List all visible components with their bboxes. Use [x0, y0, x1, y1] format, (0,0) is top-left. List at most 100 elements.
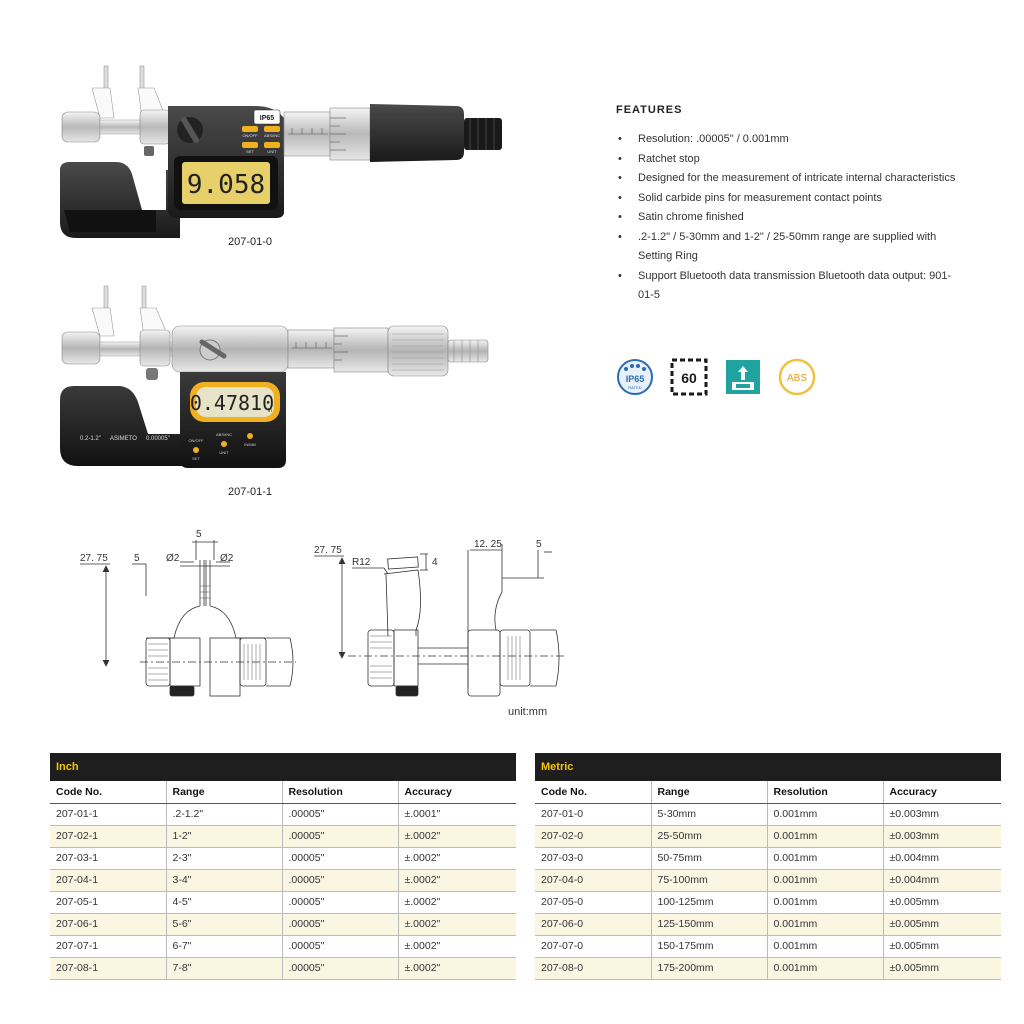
feature-badges: IP65 RATED 60 ABS — [616, 358, 816, 396]
feature-item: Designed for the measurement of intricat… — [616, 169, 956, 189]
table-cell: 207-07-0 — [535, 935, 652, 958]
sixty-badge-text: 60 — [681, 370, 697, 386]
table-cell: .00005" — [282, 891, 399, 914]
table-cell: .00005" — [282, 803, 399, 826]
ip-badge-text: IP65 — [626, 374, 645, 384]
table-cell: 207-04-1 — [50, 869, 167, 892]
table-cell: 100-125mm — [651, 891, 768, 914]
features-heading: FEATURES — [616, 104, 683, 116]
table-cell: 207-05-1 — [50, 891, 167, 914]
features-list: Resolution: .00005" / 0.001mm Ratchet st… — [616, 130, 956, 306]
column-header: Code No. — [535, 781, 652, 804]
table-cell: 0.001mm — [767, 957, 884, 980]
table-cell: 207-03-0 — [535, 847, 652, 870]
table-cell: ±.0002" — [398, 869, 516, 892]
table-cell: 207-01-1 — [50, 803, 167, 826]
micrometer-image-207-01-0: IP65 ON/OFF ABS/INC SET UNIT 9.058 — [60, 65, 502, 238]
feature-item: Resolution: .00005" / 0.001mm — [616, 130, 956, 150]
lcd-reading: 0.47810 — [190, 391, 274, 415]
column-header: Range — [166, 781, 283, 804]
table-cell: .00005" — [282, 825, 399, 848]
btn-label: ON/OFF — [242, 133, 258, 138]
table-cell: 207-08-0 — [535, 957, 652, 980]
table-cell: 0.001mm — [767, 803, 884, 826]
table-cell: 0.001mm — [767, 847, 884, 870]
table-cell: ±.0002" — [398, 957, 516, 980]
dimension-label: 5 — [536, 539, 542, 550]
table-cell: 150-175mm — [651, 935, 768, 958]
column-header: Accuracy — [398, 781, 516, 804]
table-cell: ±.0002" — [398, 891, 516, 914]
table-cell: 7-8" — [166, 957, 283, 980]
diameter-label: Ø2 — [220, 553, 234, 564]
table-cell: 207-08-1 — [50, 957, 167, 980]
table-cell: .00005" — [282, 935, 399, 958]
micrometer-image-207-01-1: 0.2-1.2" ASIMETO 0.00005" 0.47810 in ON/… — [60, 285, 489, 468]
table-cell: 207-05-0 — [535, 891, 652, 914]
auto-off-60-icon: 60 — [670, 358, 708, 396]
features-section: FEATURES Resolution: .00005" / 0.001mm R… — [616, 104, 956, 306]
table-cell: ±0.003mm — [883, 825, 1001, 848]
column-header: Resolution — [767, 781, 884, 804]
table-cell: 5-30mm — [651, 803, 768, 826]
btn-label: ABS/INC — [264, 133, 280, 138]
dimension-label: 5 — [134, 553, 140, 564]
table-cell: 50-75mm — [651, 847, 768, 870]
table-cell: 2-3" — [166, 847, 283, 870]
radius-label: R12 — [352, 557, 371, 568]
feature-item: Support Bluetooth data transmission Blue… — [616, 267, 956, 306]
table-cell: .00005" — [282, 847, 399, 870]
table-cell: 207-04-0 — [535, 869, 652, 892]
dimension-label: 4 — [432, 557, 438, 568]
table-cell: .00005" — [282, 957, 399, 980]
table-cell: ±0.004mm — [883, 847, 1001, 870]
column-header: Code No. — [50, 781, 167, 804]
inch-spec-table: Inch Code No. Range Resolution Accuracy … — [50, 753, 516, 980]
frame-resolution-label: 0.00005" — [146, 436, 170, 442]
dimension-label: 12. 25 — [474, 539, 502, 550]
feature-item: .2-1.2" / 5-30mm and 1-2" / 25-50mm rang… — [616, 228, 956, 267]
ip65-rated-icon: IP65 RATED — [616, 358, 654, 396]
btn-label: UNIT — [267, 149, 277, 154]
table-cell: 0.001mm — [767, 869, 884, 892]
table-cell: ±.0002" — [398, 825, 516, 848]
table-cell: 207-07-1 — [50, 935, 167, 958]
dimension-label: 5 — [196, 529, 202, 540]
table-cell: 207-06-0 — [535, 913, 652, 936]
table-cell: 207-03-1 — [50, 847, 167, 870]
feature-item: Solid carbide pins for measurement conta… — [616, 189, 956, 209]
ip-label: IP65 — [260, 115, 275, 122]
table-cell: 207-01-0 — [535, 803, 652, 826]
dimension-label: 27. 75 — [314, 545, 342, 556]
table-cell: 0.001mm — [767, 935, 884, 958]
table-cell: 207-02-1 — [50, 825, 167, 848]
table-cell: 207-02-0 — [535, 825, 652, 848]
table-cell: 1-2" — [166, 825, 283, 848]
table-cell: 0.001mm — [767, 825, 884, 848]
btn-label: UNIT — [219, 450, 229, 455]
table-cell: 3-4" — [166, 869, 283, 892]
table-cell: ±0.004mm — [883, 869, 1001, 892]
table-cell: 75-100mm — [651, 869, 768, 892]
frame-brand-label: ASIMETO — [110, 436, 137, 442]
column-header: Resolution — [282, 781, 399, 804]
btn-label: SET — [192, 456, 200, 461]
table-cell: .2-1.2" — [166, 803, 283, 826]
table-cell: 4-5" — [166, 891, 283, 914]
table-cell: 207-06-1 — [50, 913, 167, 936]
table-cell: 0.001mm — [767, 891, 884, 914]
lcd-unit-suffix: in — [268, 408, 272, 414]
